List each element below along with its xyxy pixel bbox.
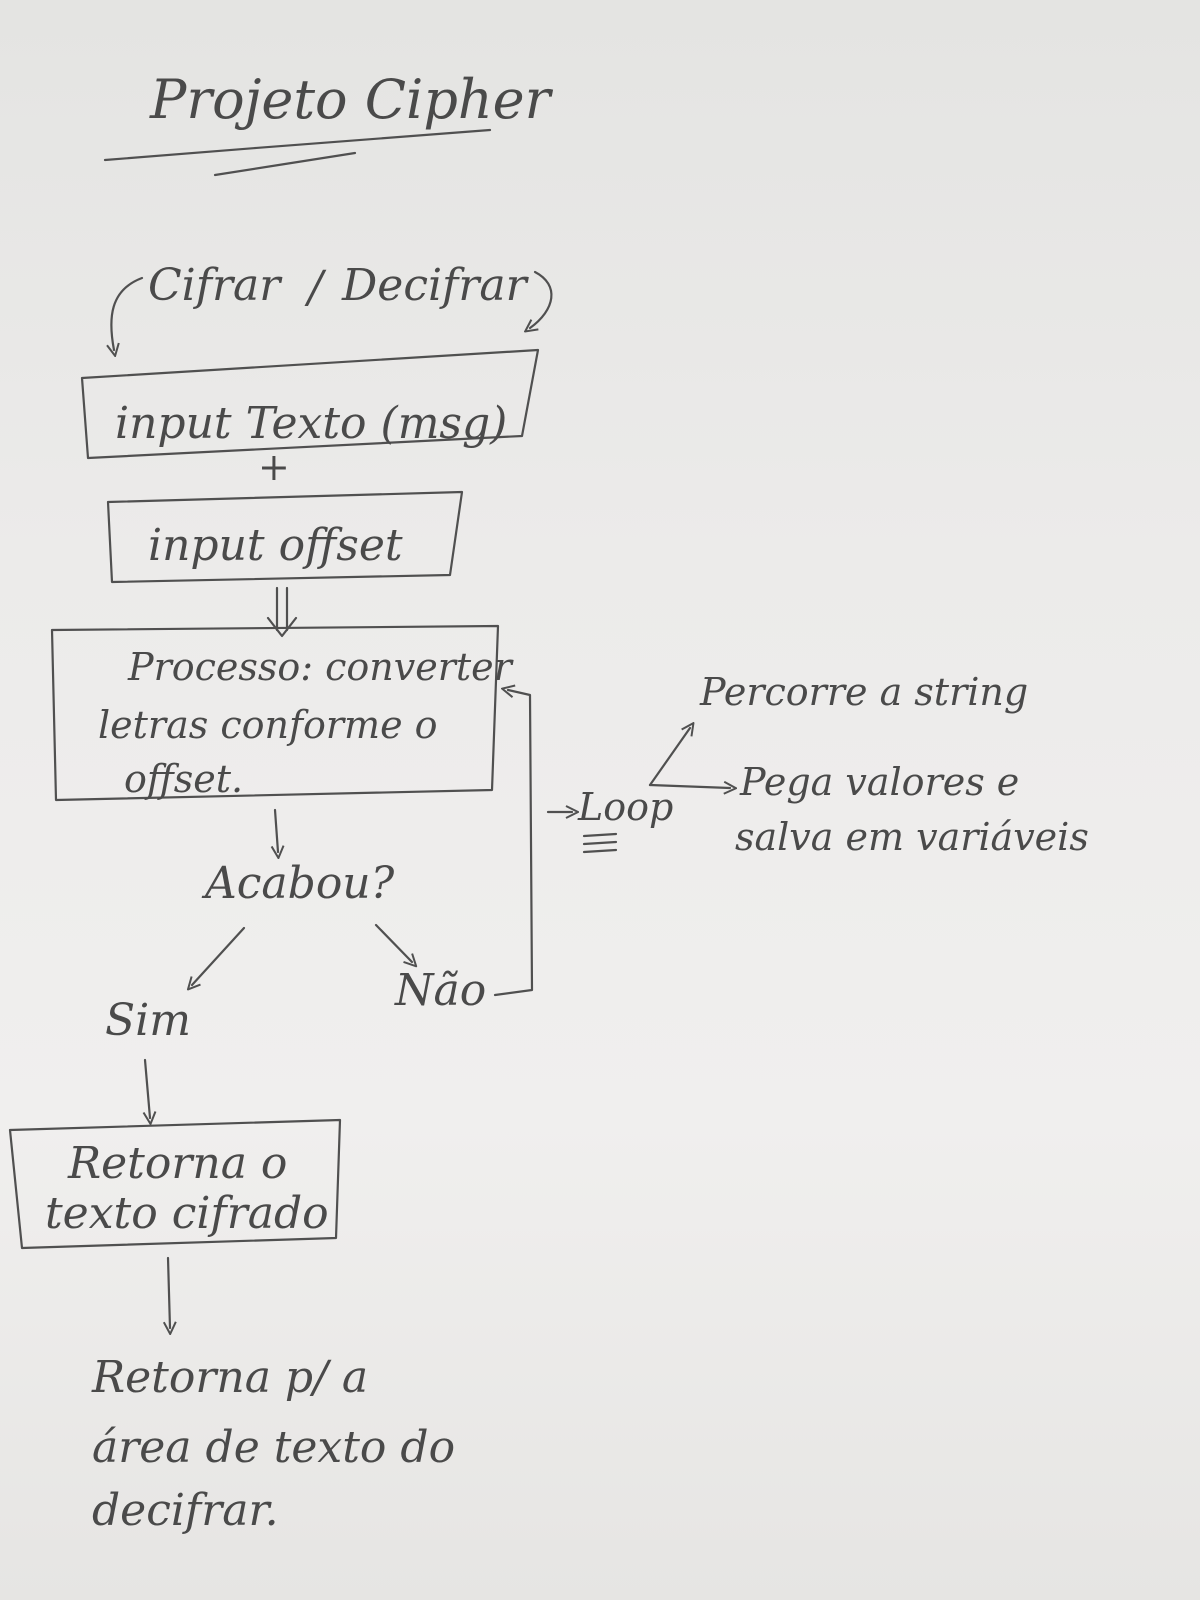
arrow-to-no bbox=[374, 923, 412, 962]
loop-back-arrow bbox=[493, 690, 534, 997]
double-arrow-shaft bbox=[275, 586, 289, 632]
mode-decipher-label: Decifrar bbox=[341, 260, 530, 311]
loop-branch1: Percorre a string bbox=[699, 670, 1028, 714]
cipher-arrow bbox=[111, 276, 144, 350]
arrow-to-decision bbox=[275, 808, 278, 852]
arrow-to-final-note bbox=[168, 1256, 170, 1328]
input-text-box bbox=[80, 348, 540, 460]
result-line2: texto cifrado bbox=[45, 1188, 329, 1239]
arrow-to-result bbox=[145, 1058, 150, 1118]
result-line1: Retorna o bbox=[67, 1138, 287, 1189]
plus-sign: + bbox=[258, 445, 290, 489]
final-note-line2: área de texto do bbox=[92, 1422, 455, 1473]
input-offset-box bbox=[106, 490, 464, 584]
input-text-label: input Texto (msg) bbox=[115, 398, 507, 449]
loop-label: Loop bbox=[577, 785, 673, 829]
loop-branch2-line1: Pega valores e bbox=[739, 760, 1019, 804]
loop-underline bbox=[582, 832, 618, 854]
result-box bbox=[8, 1118, 342, 1250]
mode-cipher-label: Cifrar bbox=[148, 260, 283, 311]
final-note-line3: decifrar. bbox=[92, 1485, 279, 1536]
mode-separator: / bbox=[304, 262, 327, 313]
loop-branch-arrow-right bbox=[648, 785, 730, 788]
final-note-line1: Retorna p/ a bbox=[91, 1352, 368, 1403]
decision-yes: Sim bbox=[105, 995, 191, 1046]
input-offset-label: input offset bbox=[148, 520, 403, 571]
page-title: Projeto Cipher bbox=[149, 68, 554, 131]
decision-no: Não bbox=[394, 965, 486, 1016]
process-line1: Processo: converter bbox=[127, 645, 515, 689]
process-line3: offset. bbox=[124, 757, 243, 801]
title-underline bbox=[103, 128, 492, 162]
loop-branch2-line2: salva em variáveis bbox=[735, 815, 1089, 859]
double-arrow-head bbox=[266, 616, 298, 638]
process-line2: letras conforme o bbox=[98, 703, 438, 747]
decision-question: Acabou? bbox=[201, 858, 395, 909]
process-box bbox=[50, 624, 500, 802]
decipher-arrow bbox=[530, 270, 553, 328]
arrow-to-yes bbox=[192, 926, 246, 985]
loop-branch-arrow-up bbox=[648, 728, 690, 787]
title-underline-short bbox=[213, 151, 357, 177]
